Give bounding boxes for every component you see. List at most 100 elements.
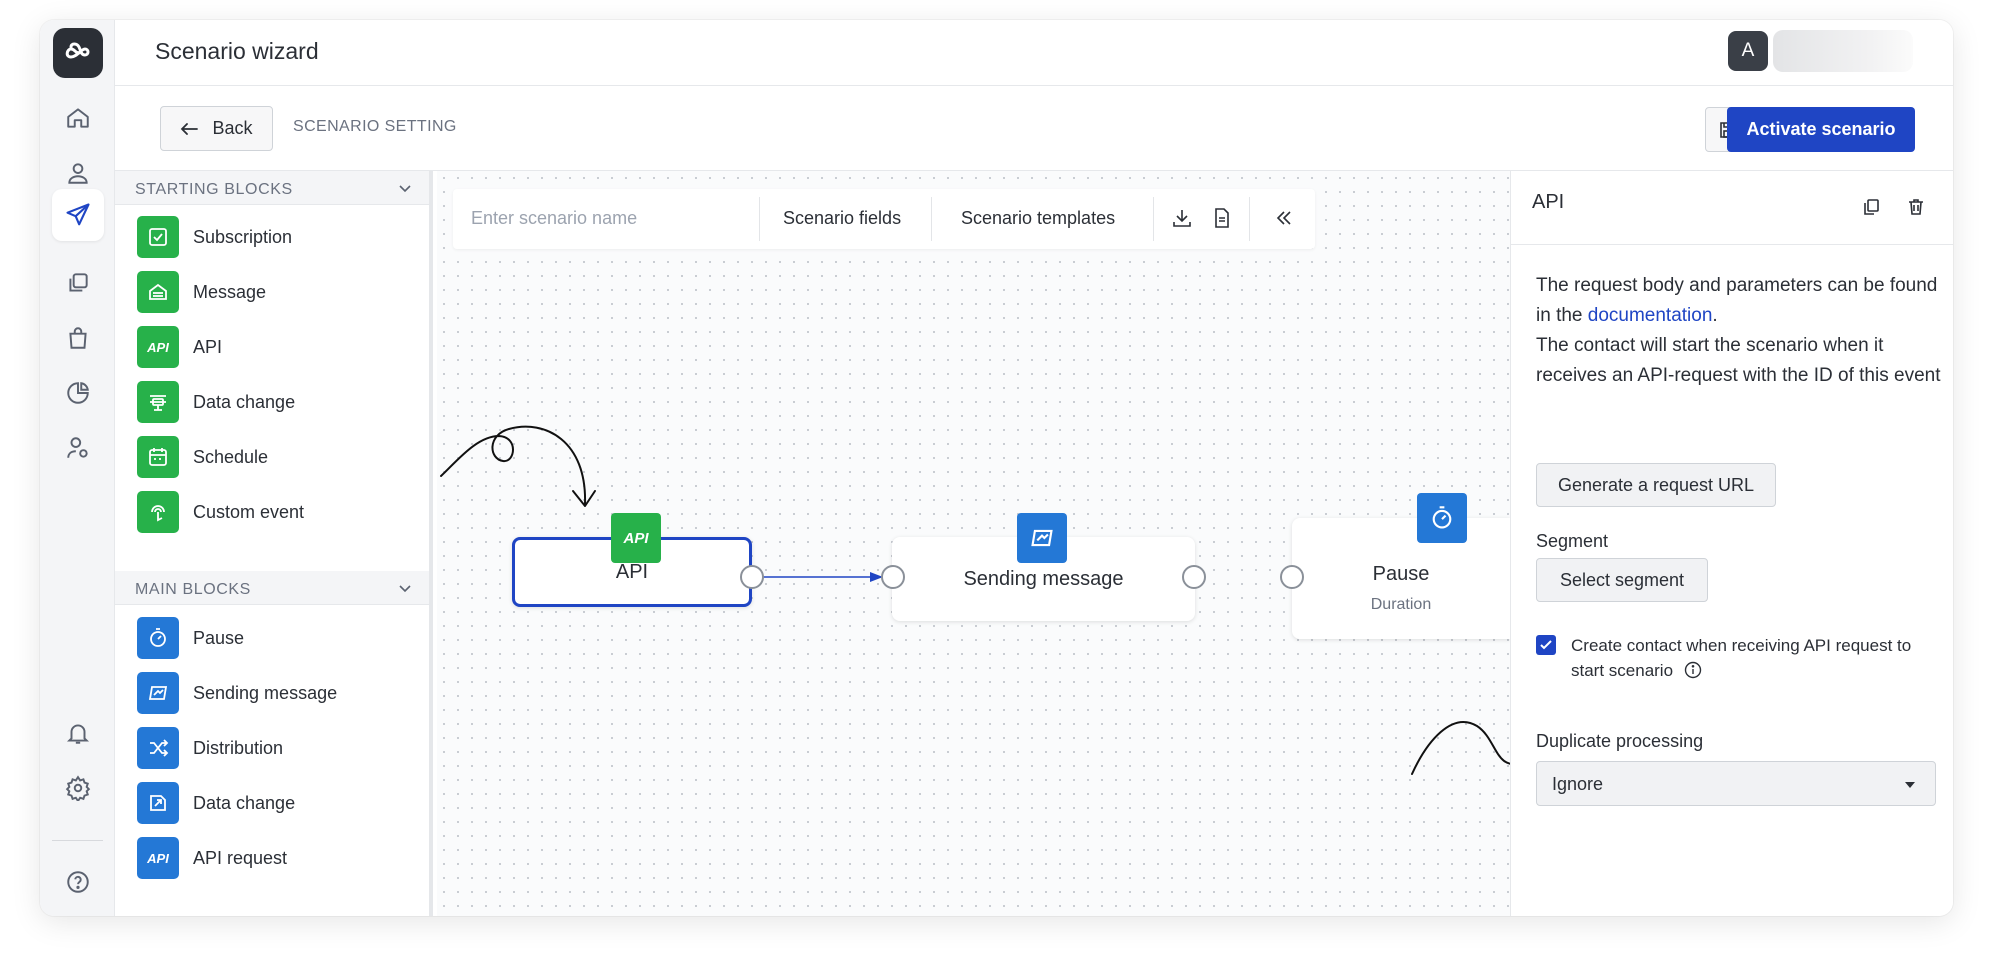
rail-divider (52, 840, 103, 841)
info-icon[interactable] (1684, 661, 1702, 679)
toolbar-divider (1249, 197, 1250, 241)
generate-request-url-button[interactable]: Generate a request URL (1536, 463, 1776, 507)
back-label: Back (212, 118, 253, 138)
block-distribution[interactable]: Distribution (137, 727, 283, 769)
bell-icon (66, 724, 90, 744)
block-label: Sending message (193, 682, 338, 703)
nav-analytics[interactable] (52, 367, 104, 419)
select-segment-button[interactable]: Select segment (1536, 558, 1708, 602)
trash-icon[interactable] (1906, 197, 1926, 217)
block-label: Data change (193, 792, 296, 813)
pie-chart-icon (67, 382, 89, 404)
node-sub-label: Duration (1370, 596, 1432, 613)
block-data-change[interactable]: Data change (137, 381, 295, 423)
duplicate-processing-select[interactable]: Ignore (1536, 761, 1936, 806)
properties-title: API (1532, 191, 1565, 213)
duplicate-processing-label: Duplicate processing (1536, 731, 1704, 751)
block-message[interactable]: Message (137, 271, 266, 313)
input-port[interactable] (881, 565, 905, 589)
block-custom-event[interactable]: Custom event (137, 491, 304, 533)
block-sending-message[interactable]: Sending message (137, 672, 337, 714)
block-subscription[interactable]: Subscription (137, 216, 292, 258)
chevron-down-icon (399, 585, 411, 593)
main-blocks-header[interactable]: MAIN BLOCKS (115, 571, 429, 605)
canvas-toolbar: Enter scenario name Scenario fields Scen… (453, 189, 1315, 249)
activate-scenario-button[interactable]: Activate scenario (1727, 107, 1915, 152)
block-data-change-main[interactable]: Data change (137, 782, 295, 824)
app-logo[interactable] (53, 28, 103, 78)
block-label: Data change (193, 391, 296, 412)
data-change-icon (137, 381, 179, 423)
nav-help[interactable] (52, 856, 104, 908)
touch-icon (137, 491, 179, 533)
create-contact-checkbox[interactable] (1536, 635, 1556, 655)
node-label: Sending message (963, 567, 1124, 590)
description-text: . (1712, 305, 1718, 326)
data-change-icon (137, 782, 179, 824)
starting-blocks-title: STARTING BLOCKS (135, 181, 293, 198)
block-api-request[interactable]: API API request (137, 837, 287, 879)
scenario-name-input[interactable]: Enter scenario name (471, 208, 638, 228)
app-window: Scenario wizard A Back SCENARIO SETTING … (40, 20, 1953, 916)
starting-blocks-header[interactable]: STARTING BLOCKS (115, 171, 429, 205)
checkmark-icon (1540, 640, 1552, 650)
input-port[interactable] (1280, 565, 1304, 589)
duplicate-icon[interactable] (1861, 197, 1881, 217)
user-gear-icon (67, 437, 88, 458)
block-schedule[interactable]: Schedule (137, 436, 268, 478)
caret-down-icon (1905, 782, 1915, 788)
nav-settings[interactable] (52, 762, 104, 814)
page-title: Scenario wizard (155, 38, 319, 64)
nav-home[interactable] (52, 92, 104, 144)
timer-icon (137, 617, 179, 659)
api-icon: API (137, 837, 179, 879)
scenario-canvas[interactable]: Enter scenario name Scenario fields Scen… (437, 171, 1510, 916)
node-label: Pause (1372, 563, 1430, 585)
user-name-blurred[interactable] (1773, 30, 1913, 72)
api-icon: API (611, 513, 661, 563)
block-api[interactable]: API API (137, 326, 222, 368)
copy-icon (69, 273, 88, 292)
action-bar: Back SCENARIO SETTING Activate scenario (115, 86, 1953, 171)
block-label: Custom event (193, 501, 305, 522)
block-label: Message (193, 281, 267, 302)
nav-notifications[interactable] (52, 707, 104, 759)
block-label: Schedule (193, 446, 269, 467)
node-pause[interactable]: Pause Duration (1292, 518, 1510, 639)
mailbox-icon (137, 271, 179, 313)
output-port[interactable] (740, 565, 764, 589)
nav-scenarios[interactable] (52, 189, 104, 241)
avatar[interactable]: A (1728, 31, 1768, 71)
top-bar: Scenario wizard A (115, 20, 1953, 86)
logo-icon (65, 42, 90, 59)
toolbar-divider (1153, 197, 1154, 241)
block-label: API request (193, 847, 288, 868)
output-port[interactable] (1182, 565, 1206, 589)
description-text: The request body and parameters can be f… (1536, 275, 1938, 326)
block-pause[interactable]: Pause (137, 617, 244, 659)
breadcrumb[interactable]: SCENARIO SETTING (293, 118, 457, 135)
user-icon (68, 163, 88, 184)
toolbar-divider (931, 197, 932, 241)
nav-user-settings[interactable] (52, 422, 104, 474)
scenario-fields-button[interactable]: Scenario fields (783, 208, 902, 228)
description-text: The contact will start the scenario when… (1536, 335, 1941, 386)
block-label: Distribution (193, 737, 284, 758)
collapse-icon[interactable] (1273, 207, 1295, 229)
select-value: Ignore (1552, 774, 1604, 794)
documentation-link[interactable]: documentation (1587, 305, 1713, 326)
message-icon (137, 672, 179, 714)
gear-icon (65, 775, 91, 801)
timer-icon (1417, 493, 1467, 543)
scenario-templates-button[interactable]: Scenario templates (961, 208, 1116, 228)
back-button[interactable]: Back (160, 106, 273, 151)
bag-icon (69, 327, 87, 349)
block-label: Pause (193, 627, 245, 648)
shuffle-icon (137, 727, 179, 769)
nav-contacts[interactable] (52, 147, 104, 199)
node-label: API (615, 560, 649, 583)
nav-templates[interactable] (52, 257, 104, 309)
nav-shop[interactable] (52, 312, 104, 364)
download-icon[interactable] (1171, 207, 1193, 229)
document-icon[interactable] (1211, 207, 1233, 229)
